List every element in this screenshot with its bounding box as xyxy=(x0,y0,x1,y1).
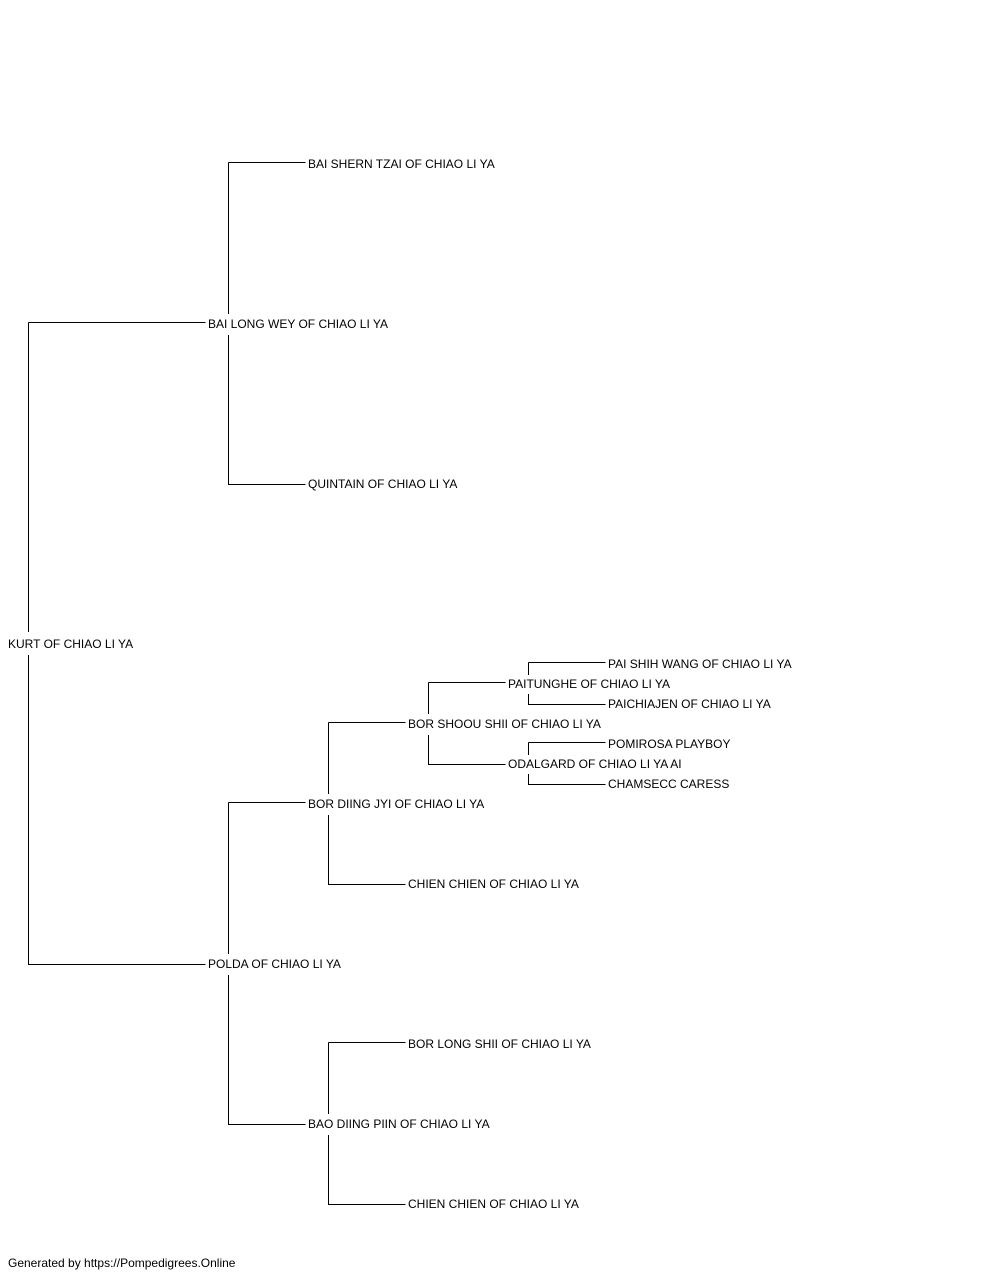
dam-sire-sire-name: BOR SHOOU SHII OF CHIAO LI YA xyxy=(408,717,601,731)
footer-credit: Generated by https://Pompedigrees.Online xyxy=(8,1256,236,1270)
dam-name: POLDA OF CHIAO LI YA xyxy=(208,957,341,971)
dam-dam-name: BAO DIING PIIN OF CHIAO LI YA xyxy=(308,1117,490,1131)
dam-dam-sire-name: BOR LONG SHII OF CHIAO LI YA xyxy=(408,1037,591,1051)
dam-sire-sire-dam-dam-name: CHAMSECC CARESS xyxy=(608,777,729,791)
sire-sire-name: BAI SHERN TZAI OF CHIAO LI YA xyxy=(308,157,495,171)
connector-dsss-sire xyxy=(528,662,606,675)
connector-lines xyxy=(28,162,606,1205)
dam-sire-sire-dam-name: ODALGARD OF CHIAO LI YA AI xyxy=(508,757,682,771)
name-labels: KURT OF CHIAO LI YA BAI LONG WEY OF CHIA… xyxy=(8,157,792,1211)
connector-dss-sire xyxy=(428,682,506,714)
subject-name: KURT OF CHIAO LI YA xyxy=(8,637,133,651)
dam-sire-name: BOR DIING JYI OF CHIAO LI YA xyxy=(308,797,484,811)
connector-dssd-sire xyxy=(528,742,606,755)
sire-name: BAI LONG WEY OF CHIAO LI YA xyxy=(208,317,388,331)
connector-dssd-dam xyxy=(528,774,606,785)
connector-dam-sire xyxy=(228,802,306,954)
connector-subject-sire xyxy=(28,322,206,632)
connector-dam-sire-dam xyxy=(328,815,406,885)
sire-dam-name: QUINTAIN OF CHIAO LI YA xyxy=(308,477,457,491)
dam-dam-dam-name: CHIEN CHIEN OF CHIAO LI YA xyxy=(408,1197,579,1211)
connector-dss-dam xyxy=(428,735,506,765)
dam-sire-sire-sire-dam-name: PAICHIAJEN OF CHIAO LI YA xyxy=(608,697,771,711)
connector-dam-sire-sire xyxy=(328,722,406,794)
connector-dam-dam-sire xyxy=(328,1042,406,1114)
connector-dsss-dam xyxy=(528,694,606,705)
dam-sire-sire-dam-sire-name: POMIROSA PLAYBOY xyxy=(608,737,730,751)
dam-sire-sire-sire-sire-name: PAI SHIH WANG OF CHIAO LI YA xyxy=(608,657,792,671)
dam-sire-sire-sire-name: PAITUNGHE OF CHIAO LI YA xyxy=(508,677,670,691)
dam-sire-dam-name: CHIEN CHIEN OF CHIAO LI YA xyxy=(408,877,579,891)
connector-dam-dam xyxy=(228,975,306,1125)
connector-sire-sire xyxy=(228,162,306,314)
connector-dam-dam-dam xyxy=(328,1135,406,1205)
connector-subject-dam xyxy=(28,655,206,965)
connector-sire-dam xyxy=(228,335,306,485)
